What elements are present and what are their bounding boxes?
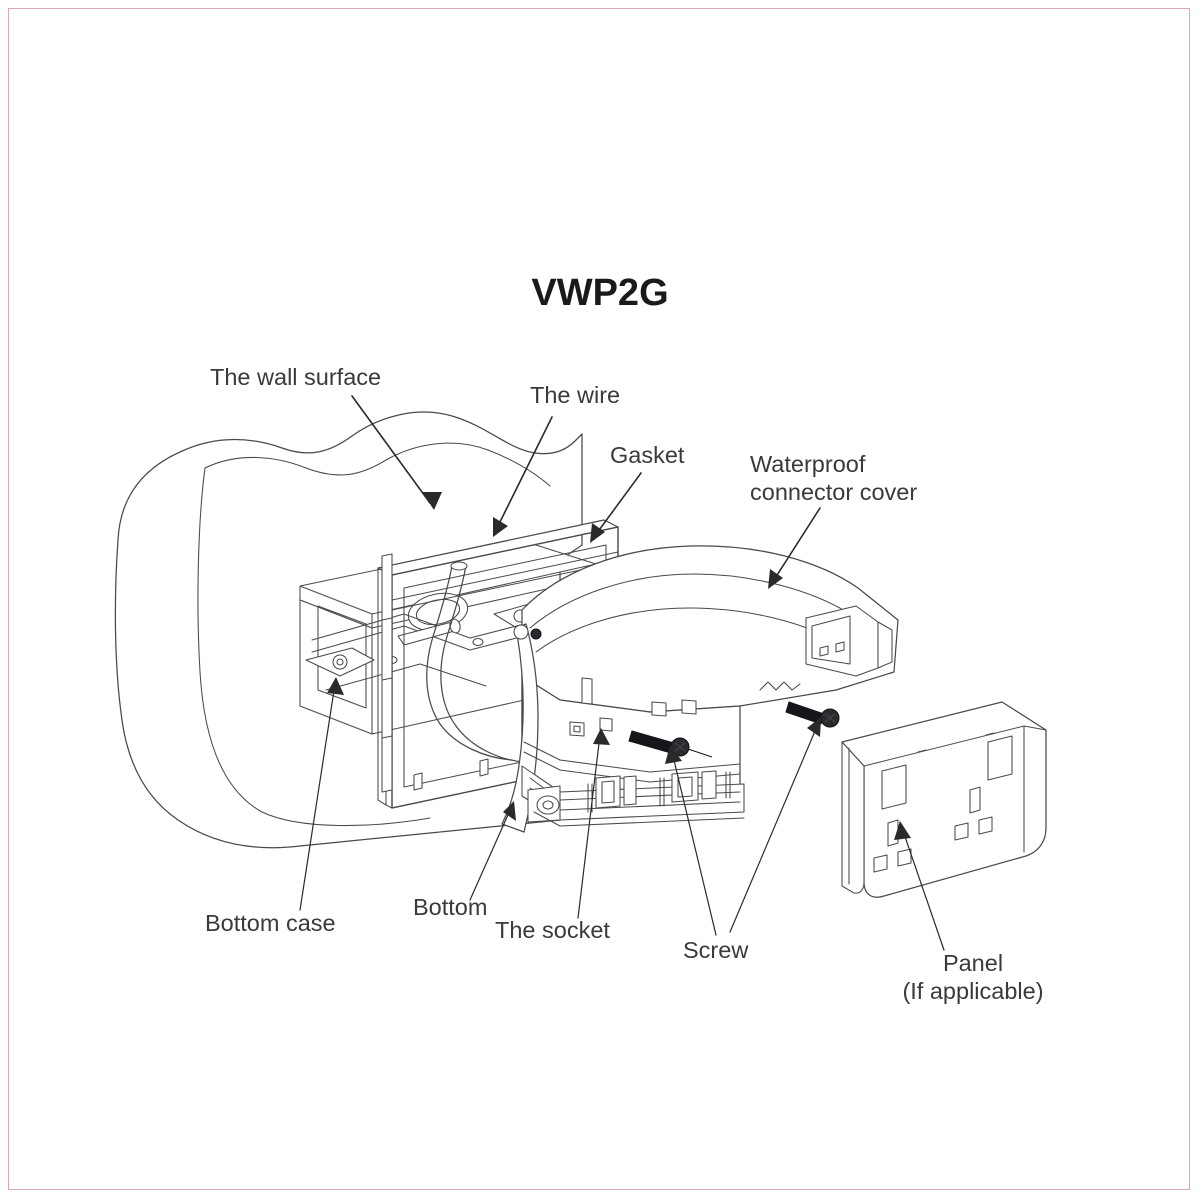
label-gasket: Gasket [610,442,685,468]
part-wire [426,561,525,763]
leader-gasket [593,472,642,538]
part-panel [841,701,1047,898]
leader-wall-surface [351,395,431,504]
leader-wp-cover [771,507,821,584]
part-screw-1 [785,701,840,728]
leader-bottom-case [299,683,336,911]
page-title: VWP2G [531,272,668,314]
label-panel-line2: (If applicable) [902,978,1043,1004]
leader-screw-b [729,723,819,933]
part-screw-2 [628,730,713,758]
label-socket: The socket [495,917,610,943]
leader-wire [495,416,553,531]
label-waterproof-connector-cover-line2: connector cover [750,479,917,505]
leader-bottom [469,807,512,901]
label-bottom: Bottom [413,894,487,920]
label-wall-surface: The wall surface [210,364,381,390]
part-waterproof-connector-cover [521,545,899,713]
leader-socket [577,734,601,919]
label-panel-line1: Panel [943,950,1003,976]
leader-lines [299,395,945,951]
label-waterproof-connector-cover-line1: Waterproof [750,451,866,477]
part-bottom [521,765,745,827]
label-group: The wall surface The wire Gasket Waterpr… [205,364,1044,1004]
label-bottom-case: Bottom case [205,910,336,936]
label-wire: The wire [530,382,620,408]
leader-screw-a [671,751,717,936]
label-screw: Screw [683,937,749,963]
leader-panel [901,827,945,951]
